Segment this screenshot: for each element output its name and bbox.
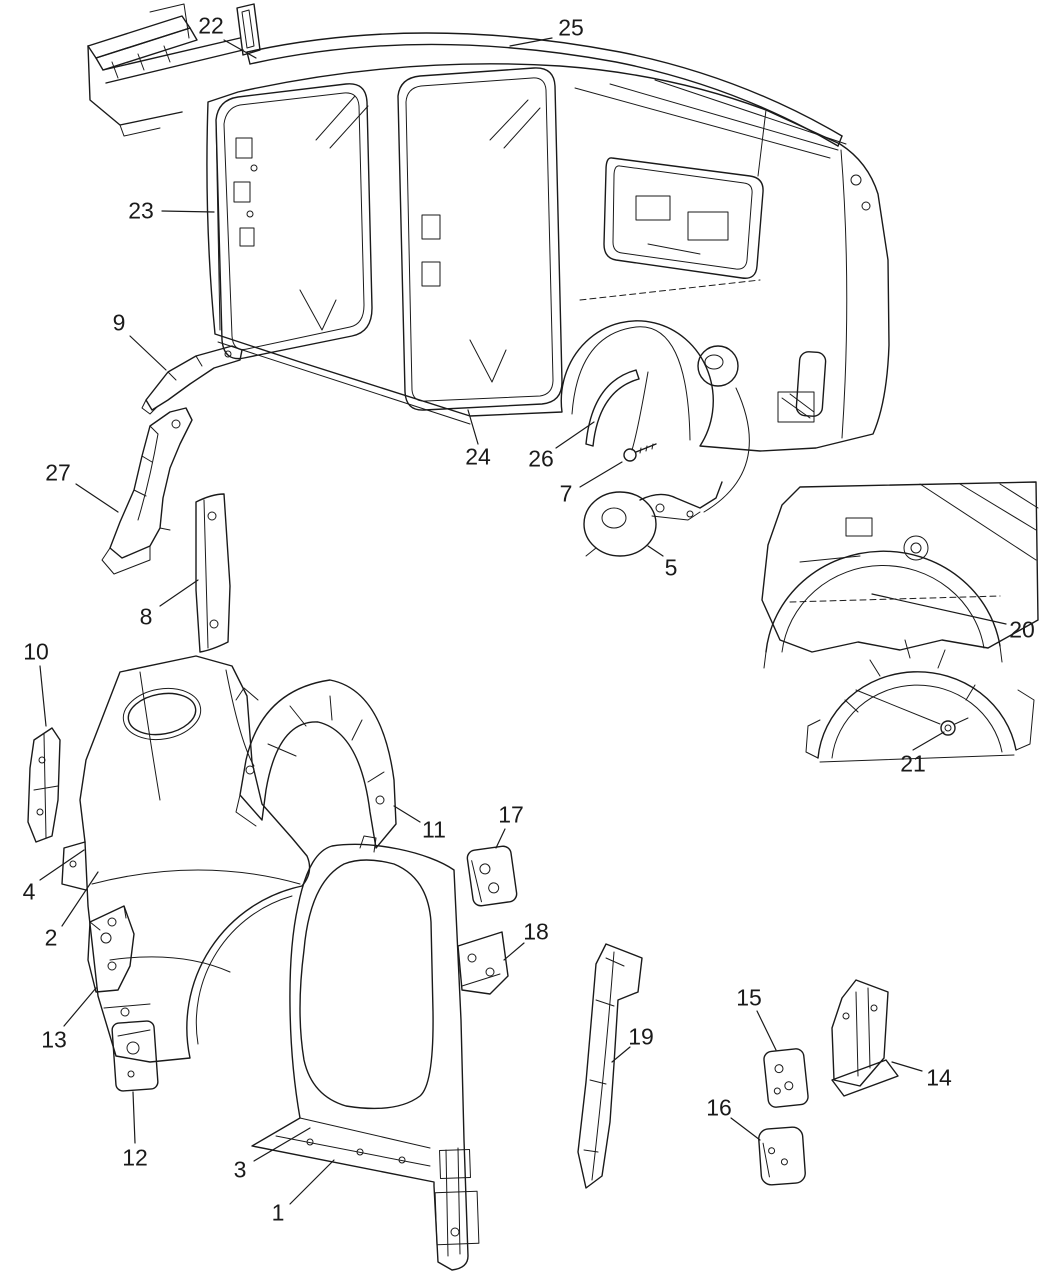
quarter-panel-art xyxy=(61,655,311,1063)
leader-line-13 xyxy=(63,987,97,1027)
wheelhouse-assembly-art xyxy=(761,481,1039,763)
leader-line-4 xyxy=(39,849,85,881)
leader-line-18 xyxy=(503,942,525,961)
leader-line-1 xyxy=(289,1159,335,1205)
leader-line-26 xyxy=(555,421,595,449)
leader-line-16 xyxy=(730,1117,761,1141)
leader-line-2 xyxy=(61,871,99,927)
pillar-panel-19-art xyxy=(577,943,643,1189)
roof-molding-art xyxy=(236,3,843,147)
screw-7-art xyxy=(623,443,657,462)
leader-line-27 xyxy=(75,483,119,513)
leader-line-11 xyxy=(393,805,421,823)
fuel-door-housing-art xyxy=(583,481,723,557)
bracket-14-art xyxy=(831,979,899,1097)
rear-wheel-opening-art xyxy=(571,326,750,513)
arch-reinforcement-11-art xyxy=(235,679,397,849)
body-shell-art xyxy=(206,63,890,452)
leader-line-23 xyxy=(161,210,215,213)
front-door-seal-art xyxy=(215,83,373,360)
leader-line-20 xyxy=(871,593,1007,625)
pillar-panel-8-art xyxy=(195,493,231,653)
bracket-9-art xyxy=(141,345,243,415)
leader-line-25 xyxy=(509,37,553,47)
leader-line-5 xyxy=(647,545,664,557)
leader-line-22 xyxy=(223,39,257,59)
leader-line-14 xyxy=(891,1061,923,1072)
frame-rails-art xyxy=(87,3,244,137)
leader-line-7 xyxy=(579,461,623,488)
leader-line-10 xyxy=(39,665,47,727)
hinge-pillar-27-art xyxy=(101,407,193,575)
plate-15-art xyxy=(763,1048,809,1108)
plate-18-art xyxy=(457,931,509,995)
plate-16-art xyxy=(758,1126,806,1186)
rear-door-seal-art xyxy=(397,67,563,411)
leader-line-8 xyxy=(159,579,199,607)
leader-line-21 xyxy=(912,731,945,751)
bracket-17-art xyxy=(466,845,518,907)
leader-line-17 xyxy=(495,828,506,849)
leader-line-9 xyxy=(129,335,167,371)
leader-line-19 xyxy=(611,1046,631,1063)
leader-lines xyxy=(39,37,1007,1205)
leader-line-12 xyxy=(132,1091,136,1144)
quarter-window-art xyxy=(603,157,764,279)
leader-line-15 xyxy=(756,1010,777,1051)
bracket-13-art xyxy=(87,905,135,993)
aperture-panel-art xyxy=(251,835,480,1271)
leader-line-3 xyxy=(253,1127,311,1162)
leader-line-24 xyxy=(467,409,479,445)
plate-12-art xyxy=(111,1020,159,1092)
corner-panel-10-art xyxy=(27,727,61,843)
